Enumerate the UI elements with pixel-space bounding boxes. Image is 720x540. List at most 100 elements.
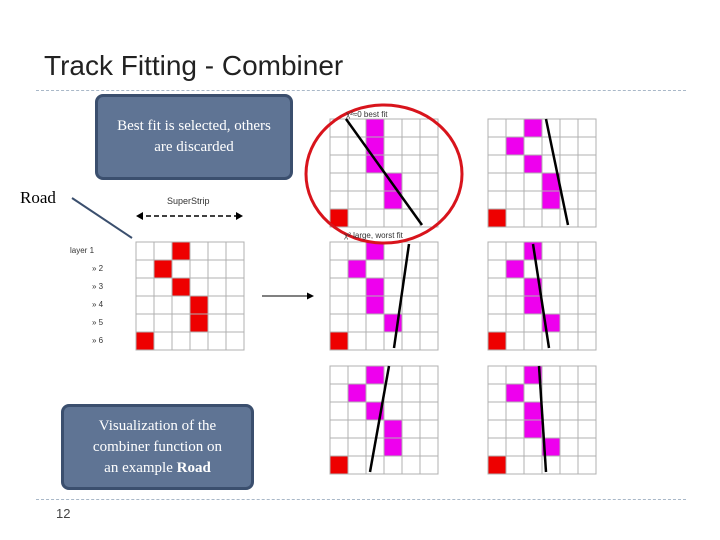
best-fit-callout-text: Best fit is selected, others are discard… (117, 118, 271, 155)
grid-cell (207, 295, 227, 315)
grid-cell (419, 437, 439, 457)
grid-cell (559, 331, 579, 351)
grid-cell (401, 365, 421, 385)
grid-cell (419, 383, 439, 403)
grid-cell (207, 277, 227, 297)
grid-cell (577, 437, 597, 457)
grid-cell (523, 208, 543, 228)
fit-line (531, 243, 551, 349)
grid-cell (401, 383, 421, 403)
grid-cell (559, 136, 579, 156)
grid-cell (419, 455, 439, 475)
grid-cell (365, 208, 385, 228)
grid-cell (577, 208, 597, 228)
fit-line (392, 243, 411, 349)
grid-cell (365, 172, 385, 192)
grid-cell (505, 190, 525, 210)
grid-cell (419, 154, 439, 174)
grid-cell (225, 259, 245, 279)
grid-cell (577, 331, 597, 351)
grid-cell (207, 331, 227, 351)
grid-cell (189, 295, 209, 315)
grid-cell (347, 190, 367, 210)
grid-cell (487, 259, 507, 279)
grid-cell (505, 172, 525, 192)
superstrip-arrow (136, 212, 243, 220)
grid-cell (419, 172, 439, 192)
grid-cell (207, 241, 227, 261)
grid-cell (329, 437, 349, 457)
grid-cell (487, 154, 507, 174)
grid-cell (171, 331, 191, 351)
grid-cell (365, 190, 385, 210)
grid-cell (329, 190, 349, 210)
grid-cell (559, 259, 579, 279)
grid-cell (189, 277, 209, 297)
grid-cell (329, 455, 349, 475)
combination-grid (487, 365, 597, 475)
grid-cell (487, 277, 507, 297)
grid-cell (329, 136, 349, 156)
grid-cell (541, 259, 561, 279)
grid-cell (487, 172, 507, 192)
grid-cell (365, 118, 385, 138)
grid-cell (329, 241, 349, 261)
grid-cell (189, 241, 209, 261)
grid-cell (419, 136, 439, 156)
layer-label: » 4 (92, 300, 104, 309)
grid-cell (419, 295, 439, 315)
grid-cell (577, 118, 597, 138)
grid-cell (419, 365, 439, 385)
grid-cell (541, 241, 561, 261)
grid-cell (329, 365, 349, 385)
grid-cell (523, 259, 543, 279)
grid-cell (153, 277, 173, 297)
grid-cell (347, 136, 367, 156)
grid-cell (523, 172, 543, 192)
grid-cell (365, 241, 385, 261)
grid-cell (559, 419, 579, 439)
grid-cell (577, 401, 597, 421)
grid-cell (401, 241, 421, 261)
worst-fit-label: χ² large, worst fit (344, 231, 404, 240)
visualization-callout: Visualization of the combiner function o… (61, 404, 254, 490)
grid-cell (419, 259, 439, 279)
grid-cell (523, 313, 543, 333)
grid-cell (577, 259, 597, 279)
grid-cell (505, 383, 525, 403)
grid-cell (505, 365, 525, 385)
grid-cell (153, 259, 173, 279)
grid-cell (383, 383, 403, 403)
grid-cell (207, 259, 227, 279)
grid-cell (347, 172, 367, 192)
grid-cell (347, 419, 367, 439)
grid-cell (365, 313, 385, 333)
grid-cell (135, 313, 155, 333)
grid-cell (577, 241, 597, 261)
grid-cell (153, 295, 173, 315)
grid-cell (487, 331, 507, 351)
grid-cell (189, 259, 209, 279)
grid-cell (347, 383, 367, 403)
grid-cell (419, 331, 439, 351)
combination-grid (329, 118, 439, 228)
grid-cell (559, 295, 579, 315)
grid-cell (487, 419, 507, 439)
grid-cell (401, 136, 421, 156)
visualization-line-2: combiner function on (92, 438, 223, 455)
grid-cell (487, 136, 507, 156)
grid-cell (541, 365, 561, 385)
grid-cell (505, 259, 525, 279)
grid-cell (541, 401, 561, 421)
grid-cell (225, 295, 245, 315)
grid-cell (559, 437, 579, 457)
grid-cell (347, 313, 367, 333)
grid-cell (135, 241, 155, 261)
grid-cell (347, 259, 367, 279)
grid-cell (505, 331, 525, 351)
grid-cell (171, 241, 191, 261)
grid-cell (207, 313, 227, 333)
grid-cell (225, 313, 245, 333)
grid-cell (523, 331, 543, 351)
